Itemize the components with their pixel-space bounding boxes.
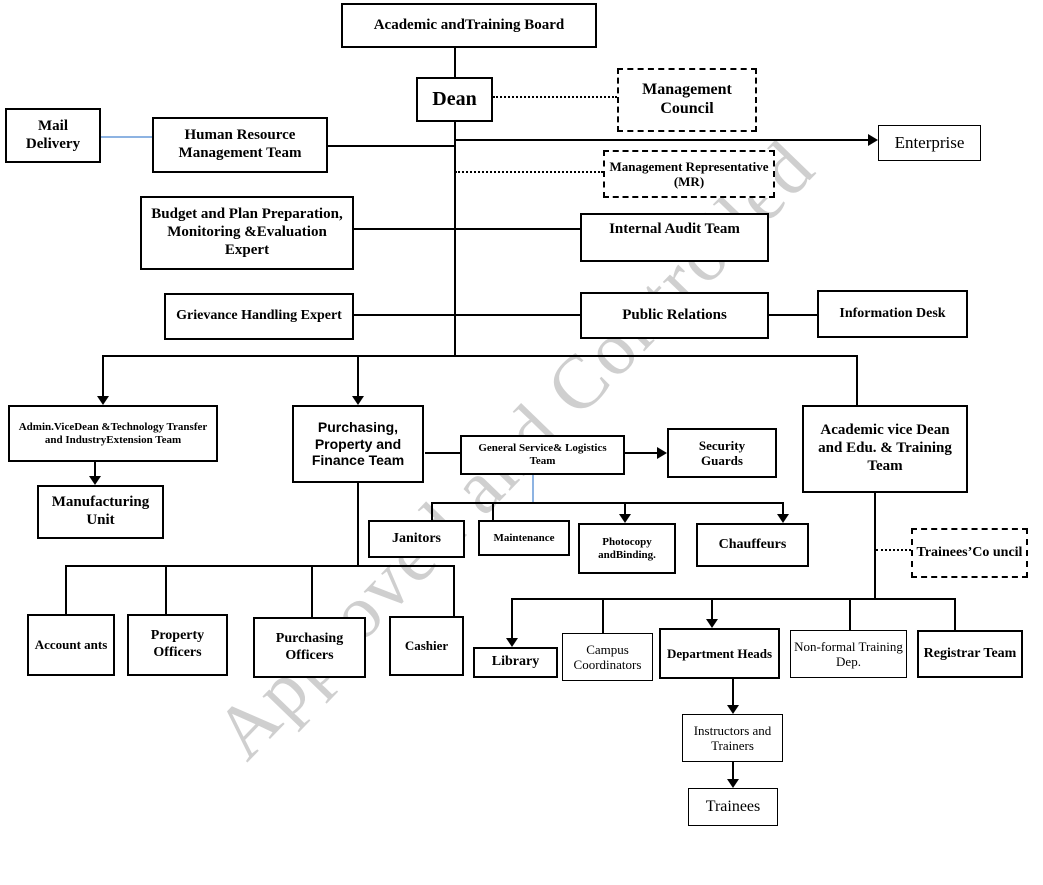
node-admin-vice-dean-team: Admin.ViceDean &Technology Transfer and …	[8, 405, 218, 462]
node-information-desk: Information Desk	[817, 290, 968, 338]
connector	[602, 598, 604, 633]
connector	[453, 565, 455, 616]
node-management-representative: Management Representative (MR)	[603, 150, 775, 198]
connector	[511, 598, 513, 638]
connector	[849, 598, 851, 630]
connector	[625, 452, 658, 454]
dotted-link-management-council	[493, 96, 617, 98]
connector	[455, 139, 869, 141]
node-trainees: Trainees	[688, 788, 778, 826]
connector	[425, 452, 460, 454]
connector-blue	[101, 136, 152, 138]
connector	[65, 565, 67, 614]
arrowhead-library	[506, 638, 518, 647]
connector	[357, 355, 359, 396]
connector	[65, 565, 455, 567]
node-enterprise: Enterprise	[878, 125, 981, 161]
node-purchasing-officers: Purchasing Officers	[253, 617, 366, 678]
connector	[769, 314, 817, 316]
connector	[102, 355, 104, 396]
arrowhead-photocopy	[619, 514, 631, 523]
node-instructors-trainers: Instructors and Trainers	[682, 714, 783, 762]
connector	[354, 314, 455, 316]
connector	[311, 565, 313, 617]
connector	[455, 314, 580, 316]
node-manufacturing-unit: Manufacturing Unit	[37, 485, 164, 539]
connector	[454, 48, 456, 77]
node-mail-delivery: Mail Delivery	[5, 108, 101, 163]
node-registrar-team: Registrar Team	[917, 630, 1023, 678]
connector	[511, 598, 956, 600]
node-accountants: Account ants	[27, 614, 115, 676]
connector	[874, 493, 876, 600]
connector	[732, 762, 734, 779]
node-property-officers: Property Officers	[127, 614, 228, 676]
connector	[328, 145, 455, 147]
node-management-council: Management Council	[617, 68, 757, 132]
node-janitors: Janitors	[368, 520, 465, 558]
connector	[732, 679, 734, 705]
node-cashier: Cashier	[389, 616, 464, 676]
connector	[455, 228, 580, 230]
node-grievance-handling-expert: Grievance Handling Expert	[164, 293, 354, 340]
node-academic-vice-dean-team: Academic vice Dean and Edu. & Training T…	[802, 405, 968, 493]
connector	[454, 122, 456, 355]
node-internal-audit-team: Internal Audit Team	[580, 213, 769, 262]
node-non-formal-training-dep: Non-formal Training Dep.	[790, 630, 907, 678]
connector	[165, 565, 167, 614]
node-security-guards: Security Guards	[667, 428, 777, 478]
connector	[431, 502, 784, 504]
dotted-link-management-representative	[455, 171, 603, 173]
dotted-link-trainees-council	[876, 549, 911, 551]
node-general-service-logistics-team: General Service& Logistics Team	[460, 435, 625, 475]
arrowhead-chauffeurs	[777, 514, 789, 523]
node-photocopy-binding: Photocopy andBinding.	[578, 523, 676, 574]
node-budget-plan-expert: Budget and Plan Preparation, Monitoring …	[140, 196, 354, 270]
arrowhead-department	[706, 619, 718, 628]
node-chauffeurs: Chauffeurs	[696, 523, 809, 567]
connector	[492, 502, 494, 520]
arrowhead-trainees	[727, 779, 739, 788]
arrowhead-manufacturing	[89, 476, 101, 485]
node-campus-coordinators: Campus Coordinators	[562, 633, 653, 681]
node-library: Library	[473, 647, 558, 678]
node-academic-training-board: Academic andTraining Board	[341, 3, 597, 48]
connector	[431, 502, 433, 520]
arrowhead-purchasing	[352, 396, 364, 405]
node-maintenance: Maintenance	[478, 520, 570, 556]
connector	[357, 483, 359, 567]
node-department-heads: Department Heads	[659, 628, 780, 679]
connector	[782, 502, 784, 515]
node-purchasing-property-finance-team: Purchasing, Property and Finance Team	[292, 405, 424, 483]
node-dean: Dean	[416, 77, 493, 122]
arrowhead-instructors	[727, 705, 739, 714]
arrowhead-security	[657, 447, 667, 459]
node-human-resource-team: Human Resource Management Team	[152, 117, 328, 173]
connector	[711, 598, 713, 619]
connector-blue	[532, 473, 534, 503]
connector	[856, 355, 858, 405]
connector	[94, 462, 96, 477]
connector	[954, 598, 956, 630]
node-trainees-council: Trainees’Co uncil	[911, 528, 1028, 578]
node-public-relations: Public Relations	[580, 292, 769, 339]
spine	[102, 355, 858, 357]
arrowhead-admin	[97, 396, 109, 405]
arrowhead-enterprise	[868, 134, 878, 146]
connector	[624, 502, 626, 515]
connector	[354, 228, 455, 230]
